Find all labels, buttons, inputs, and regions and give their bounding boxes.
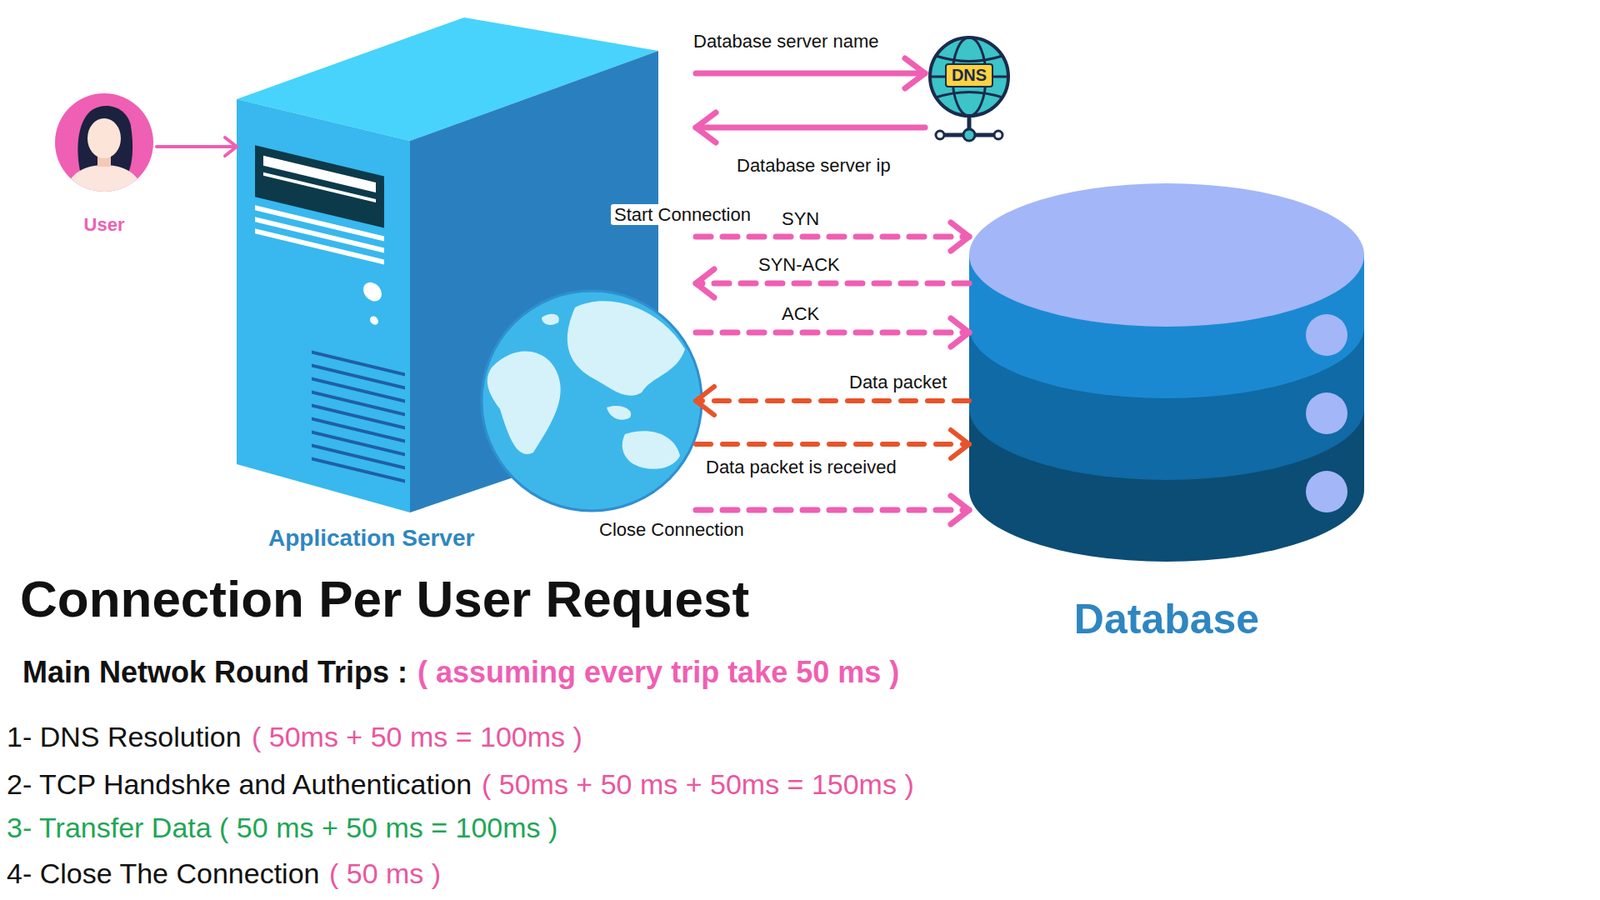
database-cylinder-part — [1305, 470, 1348, 513]
server-tower-part-part — [311, 404, 405, 430]
database-cylinder-part — [1305, 392, 1348, 435]
step-time: ( 50ms + 50 ms + 50ms = 150ms ) — [481, 768, 915, 801]
user-avatar — [55, 93, 154, 205]
arrow-head — [950, 430, 970, 459]
subtitle-note: ( assuming every trip take 50 ms ) — [417, 655, 900, 690]
edge-label: Data packet is received — [702, 456, 900, 478]
connector-line — [695, 125, 925, 131]
server-tower-part-part — [363, 280, 382, 303]
server-tower-part-part — [311, 377, 405, 404]
connector — [695, 222, 970, 251]
server-tower-part-part — [255, 145, 385, 228]
dns-icon-part — [935, 55, 1003, 62]
step-text: 2- TCP Handshke and Authentication — [6, 768, 472, 801]
node-label: User — [84, 214, 125, 235]
server-tower-part-part — [311, 390, 405, 417]
internet-globe-part — [541, 314, 560, 325]
step-text: 3- Transfer Data ( 50 ms + 50 ms = 100ms… — [6, 811, 558, 845]
connector-line — [695, 330, 970, 336]
node-label: DNS — [945, 63, 994, 88]
internet-globe-part — [567, 300, 685, 395]
user-avatar-part-part — [86, 116, 123, 134]
connector — [156, 137, 237, 156]
connector — [695, 112, 925, 143]
dns-icon — [930, 37, 1009, 141]
diagram-title: Connection Per User Request — [20, 569, 750, 629]
dns-icon-part — [935, 130, 945, 140]
internet-globe-part — [487, 350, 561, 455]
arrow-head — [950, 318, 970, 347]
database-cylinder-part — [969, 183, 1365, 327]
user-avatar-part-part — [61, 165, 147, 205]
user-avatar-part-part — [87, 118, 121, 159]
edge-label: SYN-ACK — [755, 254, 844, 275]
connector — [695, 318, 970, 347]
server-tower-part-part — [311, 417, 405, 444]
user-avatar-part-part — [77, 105, 133, 173]
server-tower-part-part — [311, 350, 405, 377]
dns-node: DNS — [925, 31, 1014, 142]
server-node: Application Server — [236, 15, 696, 559]
step-text: 1- DNS Resolution — [6, 720, 242, 754]
connector-line — [695, 398, 970, 404]
dns-icon-part — [935, 92, 1003, 99]
connector-line — [695, 507, 970, 514]
arrow-head — [905, 58, 925, 89]
node-label: Application Server — [268, 525, 475, 552]
arrow-head — [695, 269, 715, 298]
connector-line — [156, 145, 237, 149]
step-time: ( 50ms + 50 ms = 100ms ) — [251, 720, 583, 754]
dns-icon-part — [994, 130, 1003, 140]
edge-label: Data packet — [845, 371, 950, 393]
database-node: Database — [969, 179, 1365, 650]
internet-globe — [481, 290, 702, 511]
connector — [695, 430, 970, 459]
step-text: 4- Close The Connection — [6, 857, 320, 890]
server-tower-part-part — [311, 457, 405, 484]
edge-label: Close Connection — [595, 519, 748, 540]
server-tower-part — [236, 99, 410, 513]
arrow-head — [695, 386, 715, 415]
server-tower-part — [255, 145, 405, 483]
arrow-head — [950, 222, 970, 251]
database-cylinder-part — [1305, 314, 1348, 356]
arrow-head — [695, 112, 716, 143]
connector-line — [695, 441, 970, 447]
dns-icon-part — [930, 37, 1009, 116]
server-tower-part-part — [311, 364, 405, 390]
connector — [695, 58, 925, 89]
step-time: ( 50 ms ) — [329, 857, 441, 890]
server-tower-part-part — [370, 315, 379, 325]
server-tower-part-part — [311, 430, 405, 457]
connector-line — [695, 280, 970, 287]
dns-icon-part — [963, 129, 975, 141]
server-tower-part-part — [311, 444, 405, 470]
internet-globe-part — [622, 430, 680, 470]
connector-line — [695, 234, 970, 240]
note-label: Start Connection — [610, 204, 755, 225]
server-tower-part-part — [255, 228, 385, 265]
server-tower-part-part — [263, 172, 376, 203]
user-avatar-part — [61, 105, 147, 205]
connector-line — [695, 70, 925, 77]
edge-label: ACK — [778, 303, 823, 325]
edge-label: Database server name — [690, 30, 883, 52]
node-label: Database — [1074, 595, 1260, 645]
user-node: User — [51, 90, 157, 242]
internet-globe-part — [481, 290, 702, 511]
edge-label: Database server ip — [733, 155, 895, 176]
edge-label: SYN — [778, 208, 823, 230]
subtitle: Main Netwok Round Trips : — [22, 655, 408, 690]
arrow-head — [225, 137, 237, 156]
internet-globe-part — [606, 405, 631, 420]
database-cylinder — [969, 183, 1365, 562]
arrow-head — [950, 495, 970, 525]
